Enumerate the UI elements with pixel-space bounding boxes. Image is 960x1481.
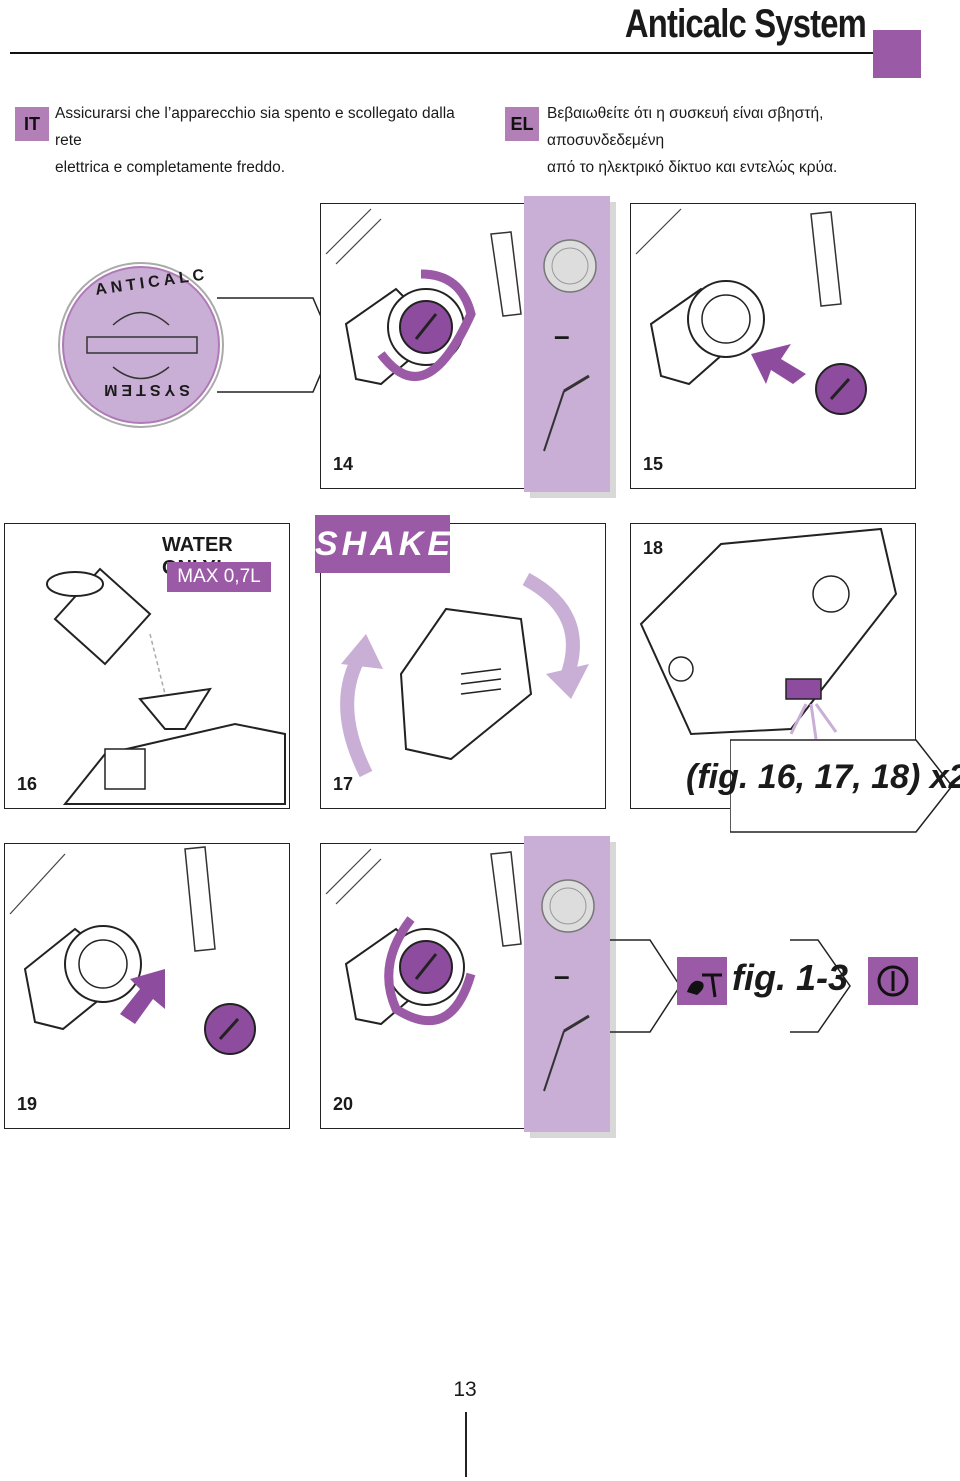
figure-19-number: 19 bbox=[17, 1094, 38, 1114]
shake-label: SHAKE bbox=[315, 515, 450, 573]
anticalc-logo: ANTICALC SYSTEM bbox=[55, 255, 335, 435]
fig14-drawing bbox=[325, 208, 522, 386]
instruction-it-line1: Assicurarsi che l’apparecchio sia spento… bbox=[55, 105, 455, 149]
figure-17-number: 17 bbox=[333, 774, 354, 794]
instruction-it-line2: elettrica e completamente freddo. bbox=[55, 159, 286, 176]
steam-wand-icon bbox=[677, 957, 727, 1005]
figure-19: 19 bbox=[4, 843, 290, 1129]
fig15-drawing bbox=[635, 208, 867, 415]
fig18-drawing bbox=[639, 527, 898, 740]
figure-15-number: 15 bbox=[643, 454, 664, 474]
strip-1-sign: – bbox=[554, 320, 570, 351]
header-rule bbox=[10, 52, 874, 54]
logo-bottom-text: SYSTEM bbox=[100, 381, 190, 398]
instruction-el-line2: από το ηλεκτρικό δίκτυο και εντελώς κρύα… bbox=[547, 159, 838, 176]
instruction-el-line1: Βεβαιωθείτε ότι η συσκευή είναι σβηστή, … bbox=[547, 105, 824, 149]
tool-strip-1: – bbox=[524, 196, 610, 492]
page-title: Anticalc System bbox=[624, 2, 867, 46]
page-number-rule bbox=[465, 1412, 467, 1477]
figure-18-number: 18 bbox=[643, 538, 664, 558]
figure-14-number: 14 bbox=[333, 454, 354, 474]
anticalc-logo-graphic bbox=[58, 262, 334, 428]
lang-badge-it: IT bbox=[15, 107, 49, 141]
repeat-arrow-shape bbox=[730, 739, 953, 833]
tool-strip-1-drawing bbox=[543, 239, 597, 452]
fig19-drawing bbox=[9, 846, 256, 1055]
final-step-text: fig. 1-3 bbox=[732, 957, 849, 998]
fig17-drawing bbox=[340, 572, 589, 778]
tool-strip-2: – bbox=[524, 836, 610, 1132]
page-number: 13 bbox=[453, 1378, 477, 1401]
fig16-drawing bbox=[46, 567, 286, 805]
power-button-icon bbox=[868, 957, 918, 1005]
figure-15: 15 bbox=[630, 203, 916, 489]
figure-20-number: 20 bbox=[333, 1094, 354, 1114]
repeat-arrow bbox=[730, 738, 956, 834]
lang-badge-el: EL bbox=[505, 107, 539, 141]
max-volume-label: MAX 0,7L bbox=[167, 562, 271, 592]
repeat-note: (fig. 16, 17, 18) x2 bbox=[686, 758, 960, 796]
fig20-drawing bbox=[325, 848, 522, 1026]
tool-strip-2-drawing bbox=[541, 879, 595, 1092]
header-accent-square bbox=[873, 30, 921, 78]
strip-2-sign: – bbox=[554, 960, 570, 991]
figure-16: WATER ONLY! MAX 0,7L 16 bbox=[4, 523, 290, 809]
instruction-el: Βεβαιωθείτε ότι η συσκευή είναι σβηστή, … bbox=[547, 100, 927, 181]
instruction-it: Assicurarsi che l’apparecchio sia spento… bbox=[55, 100, 475, 181]
figure-16-number: 16 bbox=[17, 774, 38, 794]
